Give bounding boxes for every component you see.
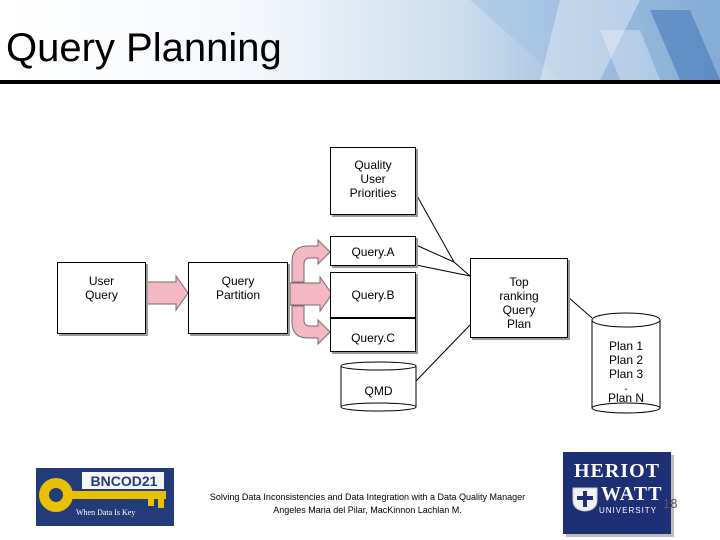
- logo-university: UNIVERSITY: [599, 506, 658, 515]
- query-a-box: Query.A: [330, 236, 416, 266]
- top-ranking-line: Query: [502, 303, 536, 317]
- header-divider: [0, 80, 720, 84]
- plan-item: .: [624, 379, 628, 393]
- page-number: 18: [663, 496, 678, 511]
- key-icon: [39, 472, 166, 512]
- query-partition-line: Partition: [215, 288, 261, 302]
- user-query-box: User Query: [57, 262, 146, 334]
- heriot-watt-logo: HERIOT WATT UNIVERSITY: [563, 452, 671, 534]
- slide-title: Query Planning: [6, 26, 282, 70]
- bncod-tagline: When Data Is Key: [76, 508, 136, 517]
- arrow-partition-to-querya: [291, 238, 331, 283]
- top-ranking-box: Top ranking Query Plan: [470, 258, 568, 338]
- query-b-box: Query.B: [330, 272, 416, 318]
- plan-item: Plan 2: [608, 353, 644, 367]
- query-partition-line: Query: [221, 274, 255, 288]
- qmd-label: QMD: [364, 384, 393, 398]
- line-top-to-plans: [567, 296, 593, 319]
- footer-line-1: Solving Data Inconsistencies and Data In…: [209, 492, 526, 502]
- logo-watt: WATT: [601, 483, 663, 505]
- top-ranking-line: Plan: [506, 317, 531, 331]
- top-ranking-line: Top: [509, 275, 529, 289]
- user-query-line: Query: [85, 288, 118, 302]
- plan-item: Plan 1: [608, 339, 644, 353]
- logo-heriot: HERIOT: [573, 460, 661, 482]
- qmd-label-wrap: QMD: [341, 384, 416, 398]
- line-priorities-to-top: [415, 193, 455, 263]
- line-querya-to-top-2: [453, 261, 471, 277]
- line-qmd-to-top: [415, 324, 471, 382]
- quality-priorities-line: Priorities: [349, 186, 397, 200]
- quality-priorities-line: Quality: [354, 158, 392, 172]
- quality-priorities-line: User: [360, 172, 386, 186]
- plan-item: Plan 3: [608, 367, 644, 381]
- header-decoration: [470, 0, 720, 80]
- top-ranking-line: ranking: [499, 289, 539, 303]
- line-top-to-querya-2: [415, 244, 455, 263]
- query-b-label: Query.B: [351, 288, 395, 302]
- footer-citation: Solving Data Inconsistencies and Data In…: [190, 491, 545, 517]
- query-a-label: Query.A: [351, 245, 395, 259]
- arrow-partition-to-queryb: [289, 275, 333, 313]
- footer-line-2: Angeles Maria del Pilar, MacKinnon Lachl…: [273, 505, 462, 515]
- query-c-box: Query.C: [330, 318, 416, 352]
- bncod-title: BNCOD21: [90, 473, 158, 489]
- plans-cylinder: [591, 312, 661, 414]
- plan-item: Plan N: [607, 391, 645, 405]
- arrow-user-to-partition: [145, 274, 189, 312]
- crest-icon: [572, 487, 598, 512]
- arrow-partition-to-queryc: [291, 305, 331, 346]
- bncod-logo: BNCOD21 When Data Is Key: [36, 468, 174, 526]
- quality-priorities-box: Quality User Priorities: [330, 147, 416, 215]
- query-c-label: Query.C: [351, 331, 395, 345]
- line-querya-to-top: [415, 264, 471, 277]
- query-partition-box: Query Partition: [188, 262, 288, 334]
- user-query-line: User: [88, 274, 115, 288]
- slide-header: Query Planning: [0, 0, 720, 80]
- qmd-cylinder: [340, 361, 417, 412]
- plans-list: Plan 1 Plan 2 Plan 3 . Plan N: [592, 339, 660, 405]
